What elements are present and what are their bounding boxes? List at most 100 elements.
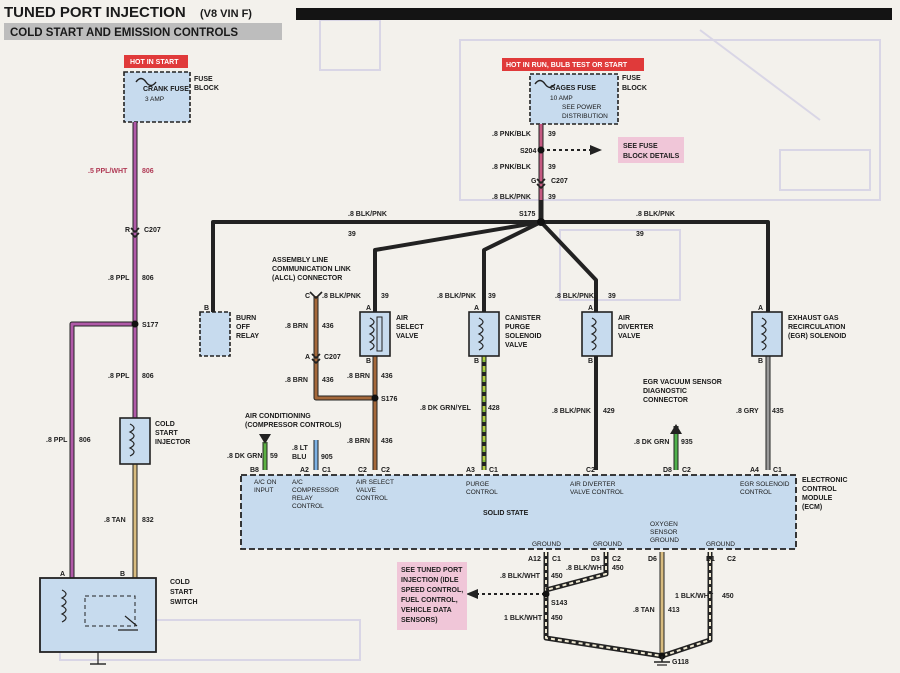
hot-in-start-label: HOT IN START: [130, 59, 179, 66]
svg-text:VEHICLE DATA: VEHICLE DATA: [401, 607, 452, 614]
svg-text:C2: C2: [727, 556, 736, 563]
svg-text:D6: D6: [648, 556, 657, 563]
svg-text:806: 806: [142, 373, 154, 380]
svg-text:.8 PPL: .8 PPL: [46, 437, 68, 444]
title-bar: [296, 8, 892, 20]
svg-text:413: 413: [668, 607, 680, 614]
svg-text:A: A: [474, 305, 479, 312]
svg-text:436: 436: [322, 323, 334, 330]
svg-text:BLU: BLU: [292, 454, 306, 461]
gages-fuse-block-1: FUSE: [622, 75, 641, 82]
svg-text:AIR DIVERTER: AIR DIVERTER: [570, 481, 616, 488]
svg-text:C1: C1: [552, 556, 561, 563]
svg-text:SOLID STATE: SOLID STATE: [483, 510, 529, 517]
svg-text:GROUND: GROUND: [706, 541, 735, 548]
svg-text:806: 806: [79, 437, 91, 444]
wire-935: [670, 424, 682, 470]
svg-text:B8: B8: [250, 467, 259, 474]
svg-text:.8 BLK/PNK: .8 BLK/PNK: [437, 293, 476, 300]
svg-text:C1: C1: [322, 467, 331, 474]
crank-fuse-box: [123, 71, 191, 123]
svg-text:SENSORS): SENSORS): [401, 617, 438, 624]
svg-text:INJECTION (IDLE: INJECTION (IDLE: [401, 577, 459, 584]
svg-text:DIVERTER: DIVERTER: [618, 324, 653, 331]
gages-fuse-note-1: SEE POWER: [562, 104, 602, 111]
svg-text:806: 806: [142, 168, 154, 175]
svg-text:435: 435: [772, 408, 784, 415]
svg-text:.8 BLK/PNK: .8 BLK/PNK: [492, 194, 531, 201]
cold-start-switch: A B COLD START SWITCH: [39, 571, 198, 665]
svg-text:.8 BRN: .8 BRN: [285, 377, 308, 384]
svg-text:D3: D3: [591, 556, 600, 563]
ac-controls: AIR CONDITIONING (COMPRESSOR CONTROLS): [245, 413, 341, 429]
wire-450: [543, 552, 713, 659]
svg-text:39: 39: [548, 194, 556, 201]
svg-text:AIR: AIR: [396, 315, 408, 322]
svg-text:39: 39: [381, 293, 389, 300]
svg-text:VALVE: VALVE: [396, 333, 419, 340]
tpi-arrow: [466, 589, 546, 599]
ground-g118: G118: [654, 656, 689, 666]
svg-text:S204: S204: [520, 148, 536, 155]
hot-in-start-badge: [124, 55, 188, 68]
svg-text:39: 39: [548, 131, 556, 138]
svg-text:905: 905: [321, 454, 333, 461]
svg-text:.8 LT: .8 LT: [292, 445, 309, 452]
alcl-connector: ASSEMBLY LINE COMMUNICATION LINK (ALCL) …: [272, 257, 351, 300]
wire-39-feed: [538, 124, 602, 222]
svg-text:CONTROL: CONTROL: [356, 495, 388, 502]
svg-text:C1: C1: [773, 467, 782, 474]
svg-text:.8 PPL: .8 PPL: [108, 373, 130, 380]
svg-text:.8 BLK/PNK: .8 BLK/PNK: [555, 293, 594, 300]
svg-text:RECIRCULATION: RECIRCULATION: [788, 324, 845, 331]
svg-text:INPUT: INPUT: [254, 487, 274, 494]
svg-text:1 BLK/WHT: 1 BLK/WHT: [675, 593, 714, 600]
svg-text:39: 39: [348, 231, 356, 238]
svg-text:(ECM): (ECM): [802, 504, 822, 511]
svg-text:.8 DK GRN: .8 DK GRN: [227, 453, 262, 460]
svg-text:39: 39: [636, 231, 644, 238]
subtitle-bg: [4, 23, 282, 40]
svg-text:VALVE: VALVE: [618, 333, 641, 340]
svg-text:.8 DK GRN/YEL: .8 DK GRN/YEL: [420, 405, 472, 412]
svg-text:CONTROL: CONTROL: [740, 489, 772, 496]
svg-text:A: A: [366, 305, 371, 312]
svg-text:SOLENOID: SOLENOID: [505, 333, 542, 340]
svg-text:450: 450: [612, 565, 624, 572]
svg-text:450: 450: [722, 593, 734, 600]
svg-text:EGR SOLENOID: EGR SOLENOID: [740, 481, 790, 488]
svg-text:B: B: [366, 358, 371, 365]
cold-start-injector: COLD START INJECTOR: [119, 417, 190, 465]
svg-text:B: B: [588, 358, 593, 365]
svg-text:S143: S143: [551, 600, 567, 607]
svg-text:.8 BLK/PNK: .8 BLK/PNK: [348, 211, 387, 218]
canister-purge-valve: A B CANISTER PURGE SOLENOID VALVE: [468, 305, 542, 365]
svg-text:DIAGNOSTIC: DIAGNOSTIC: [643, 388, 687, 395]
svg-text:D8: D8: [663, 467, 672, 474]
svg-text:935: 935: [681, 439, 693, 446]
wire-labels: .5 PPL/WHT 806 .8 PPL 806 .8 PPL 806 .8 …: [46, 131, 784, 622]
svg-text:.8 BLK/WHT: .8 BLK/WHT: [500, 573, 541, 580]
crank-fuse-name: CRANK FUSE: [143, 86, 189, 93]
svg-text:A3: A3: [466, 467, 475, 474]
svg-text:832: 832: [142, 517, 154, 524]
hot-in-run-badge: [502, 58, 644, 71]
splice-dots: [131, 146, 666, 660]
air-diverter-valve: A B AIR DIVERTER VALVE: [581, 305, 653, 365]
svg-text:START: START: [155, 430, 179, 437]
svg-text:OXYGEN: OXYGEN: [650, 521, 678, 528]
svg-text:.5 PPL/WHT: .5 PPL/WHT: [88, 168, 128, 175]
svg-text:.8 BLK/WHT: .8 BLK/WHT: [566, 565, 607, 572]
svg-text:C207: C207: [551, 178, 568, 185]
svg-text:SENSOR: SENSOR: [650, 529, 678, 536]
svg-text:S176: S176: [381, 396, 397, 403]
svg-text:436: 436: [381, 373, 393, 380]
svg-text:.8 BLK/PNK: .8 BLK/PNK: [552, 408, 591, 415]
svg-text:A: A: [60, 571, 65, 578]
svg-text:39: 39: [488, 293, 496, 300]
svg-text:.8 BRN: .8 BRN: [285, 323, 308, 330]
svg-text:C: C: [305, 293, 310, 300]
svg-text:RELAY: RELAY: [292, 495, 313, 502]
svg-text:C2: C2: [586, 467, 595, 474]
svg-text:39: 39: [608, 293, 616, 300]
